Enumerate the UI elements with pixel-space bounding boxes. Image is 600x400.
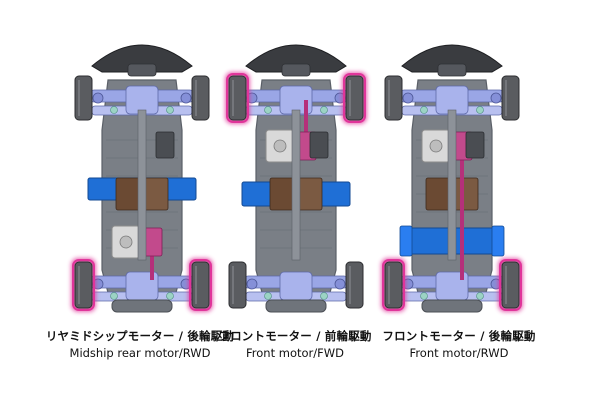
steering-servo (465, 131, 485, 159)
rear-bumper (421, 299, 483, 313)
caption-jp: リヤミドシップモーター / 後輪駆動 (45, 329, 235, 343)
caption-en: Midship rear motor/RWD (69, 346, 211, 360)
motor-can (119, 235, 133, 249)
battery-end-cap (399, 225, 413, 257)
receiver-block (453, 177, 479, 211)
tire (384, 75, 403, 121)
motor-can (273, 139, 287, 153)
front-bumper (91, 44, 193, 73)
steering-servo (309, 131, 329, 159)
motor-can (429, 139, 443, 153)
ball-joint (166, 292, 174, 300)
esc-block (115, 177, 141, 211)
gear-cover (143, 227, 163, 257)
battery-end-cap (491, 225, 505, 257)
bumper-mount (127, 63, 157, 77)
front-bumper (401, 44, 503, 73)
center-spine (291, 109, 301, 261)
drive-wheel-outline (72, 259, 95, 311)
chassis-1 (71, 44, 213, 313)
receiver-block (143, 177, 169, 211)
hub-carrier (92, 92, 104, 104)
drive-wheel-outline (343, 73, 366, 123)
ball-joint (110, 106, 118, 114)
esc-block (425, 177, 451, 211)
tire (501, 261, 520, 309)
ball-joint (476, 106, 484, 114)
chassis-2 (225, 44, 367, 313)
center-spine (137, 109, 147, 261)
bumper-mount (281, 63, 311, 77)
hub-carrier (402, 92, 414, 104)
bumper-mount (437, 63, 467, 77)
rear-bumper (265, 299, 327, 313)
receiver-block (297, 177, 323, 211)
drive-wheel-outline (499, 259, 522, 311)
tire (228, 261, 247, 309)
hub-carrier (246, 278, 258, 290)
steering-servo (155, 131, 175, 159)
ball-joint (420, 106, 428, 114)
tire (191, 261, 210, 309)
front-bumper (245, 44, 347, 73)
ball-joint (110, 292, 118, 300)
hub-carrier (490, 92, 502, 104)
ball-joint (420, 292, 428, 300)
tire (191, 75, 210, 121)
caption-jp: フロントモーター / 前輪駆動 (218, 329, 372, 343)
ball-joint (320, 292, 328, 300)
ball-joint (320, 106, 328, 114)
drive-wheel-outline (226, 73, 249, 123)
caption-front-rwd: フロントモーター / 後輪駆動 Front motor/RWD (364, 328, 554, 362)
tire (74, 75, 93, 121)
rear-bumper (111, 299, 173, 313)
tire (345, 261, 364, 309)
tire (384, 261, 403, 309)
esc-block (269, 177, 295, 211)
hub-carrier (334, 278, 346, 290)
chassis-3 (381, 44, 523, 313)
tire (501, 75, 520, 121)
ball-joint (476, 292, 484, 300)
gearbox-housing (279, 271, 313, 301)
ball-joint (264, 106, 272, 114)
drive-wheel-outline (382, 259, 405, 311)
tire (345, 75, 364, 121)
center-spine (447, 109, 457, 261)
ball-joint (166, 106, 174, 114)
caption-en: Front motor/FWD (246, 346, 344, 360)
ball-joint (264, 292, 272, 300)
caption-front-fwd: フロントモーター / 前輪駆動 Front motor/FWD (200, 328, 390, 362)
caption-en: Front motor/RWD (409, 346, 509, 360)
tire (228, 75, 247, 121)
drive-wheel-outline (189, 259, 212, 311)
hub-carrier (180, 92, 192, 104)
caption-midship-rwd: リヤミドシップモーター / 後輪駆動 Midship rear motor/RW… (45, 328, 235, 362)
caption-jp: フロントモーター / 後輪駆動 (382, 329, 536, 343)
tire (74, 261, 93, 309)
